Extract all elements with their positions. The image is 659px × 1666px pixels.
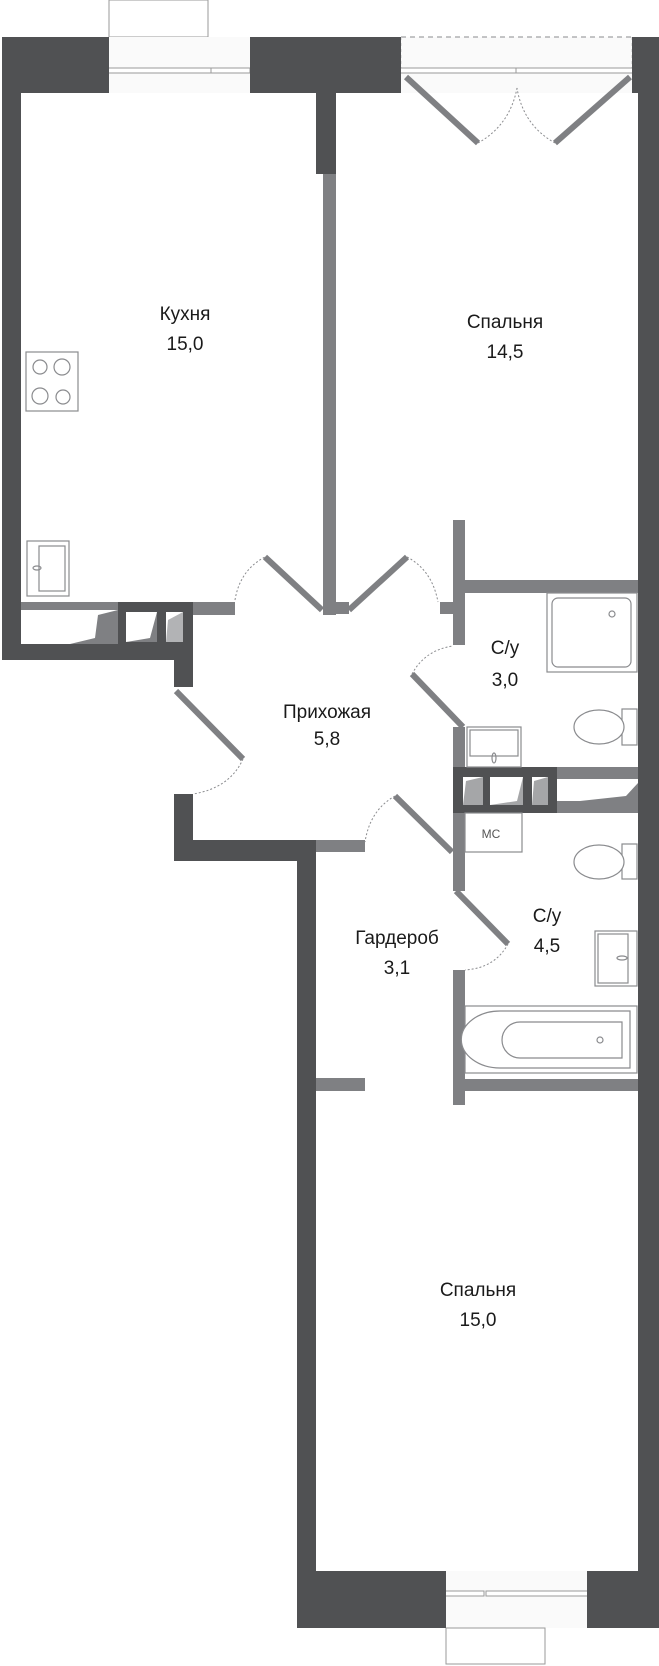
room-name: Спальня: [467, 312, 543, 333]
room-name: С/у: [533, 906, 562, 927]
room-kitchen: Кухня 15,0: [160, 304, 211, 355]
room-bathroom-2: С/у 4,5: [533, 906, 562, 957]
bathroom-1-door[interactable]: [409, 645, 466, 730]
room-name: С/у: [491, 638, 520, 659]
wardrobe-door[interactable]: [364, 793, 455, 855]
shower-tray-icon: [546, 592, 638, 673]
bedroom-door[interactable]: [346, 554, 439, 613]
kitchen-sink-icon: [26, 540, 70, 597]
kitchen-window: [107, 0, 251, 93]
kitchen-door[interactable]: [234, 554, 325, 613]
room-name: Спальня: [440, 1280, 516, 1301]
toilet-1-icon: [573, 708, 638, 746]
room-area: 15,0: [460, 1310, 497, 1331]
bathroom-1-sink-icon: [466, 726, 522, 768]
room-name: Кухня: [160, 304, 211, 325]
bedroom-window: [444, 1571, 589, 1665]
balcony-door[interactable]: [399, 36, 634, 146]
room-name: Гардероб: [355, 928, 439, 949]
room-name: Прихожая: [283, 702, 371, 723]
room-area: 4,5: [534, 936, 560, 957]
bathroom-vent-block: [453, 767, 638, 813]
bathroom-2-sink-icon: [594, 930, 638, 987]
room-wardrobe: Гардероб 3,1: [355, 928, 439, 979]
room-area: 3,1: [384, 958, 410, 979]
room-bedroom-2: Спальня 15,0: [440, 1280, 516, 1331]
kitchen-vent-block: [21, 602, 183, 644]
outer-walls: [2, 37, 659, 1628]
utility-shaft: МС: [464, 812, 523, 853]
room-area: 15,0: [167, 334, 204, 355]
room-hallway: Прихожая 5,8: [283, 702, 371, 750]
toilet-2-icon: [573, 843, 638, 880]
entrance-door[interactable]: [173, 688, 246, 795]
bathroom-2-door[interactable]: [453, 888, 511, 971]
utility-shaft-label: МС: [482, 827, 501, 841]
room-area: 5,8: [314, 729, 340, 750]
room-area: 3,0: [492, 670, 518, 691]
room-area: 14,5: [487, 342, 524, 363]
room-bathroom-1: С/у 3,0: [491, 638, 520, 691]
inner-walls: [193, 174, 638, 1105]
room-bedroom-1: Спальня 14,5: [467, 312, 543, 363]
stove-icon: [25, 351, 79, 412]
bathtub-icon: [460, 1005, 638, 1074]
